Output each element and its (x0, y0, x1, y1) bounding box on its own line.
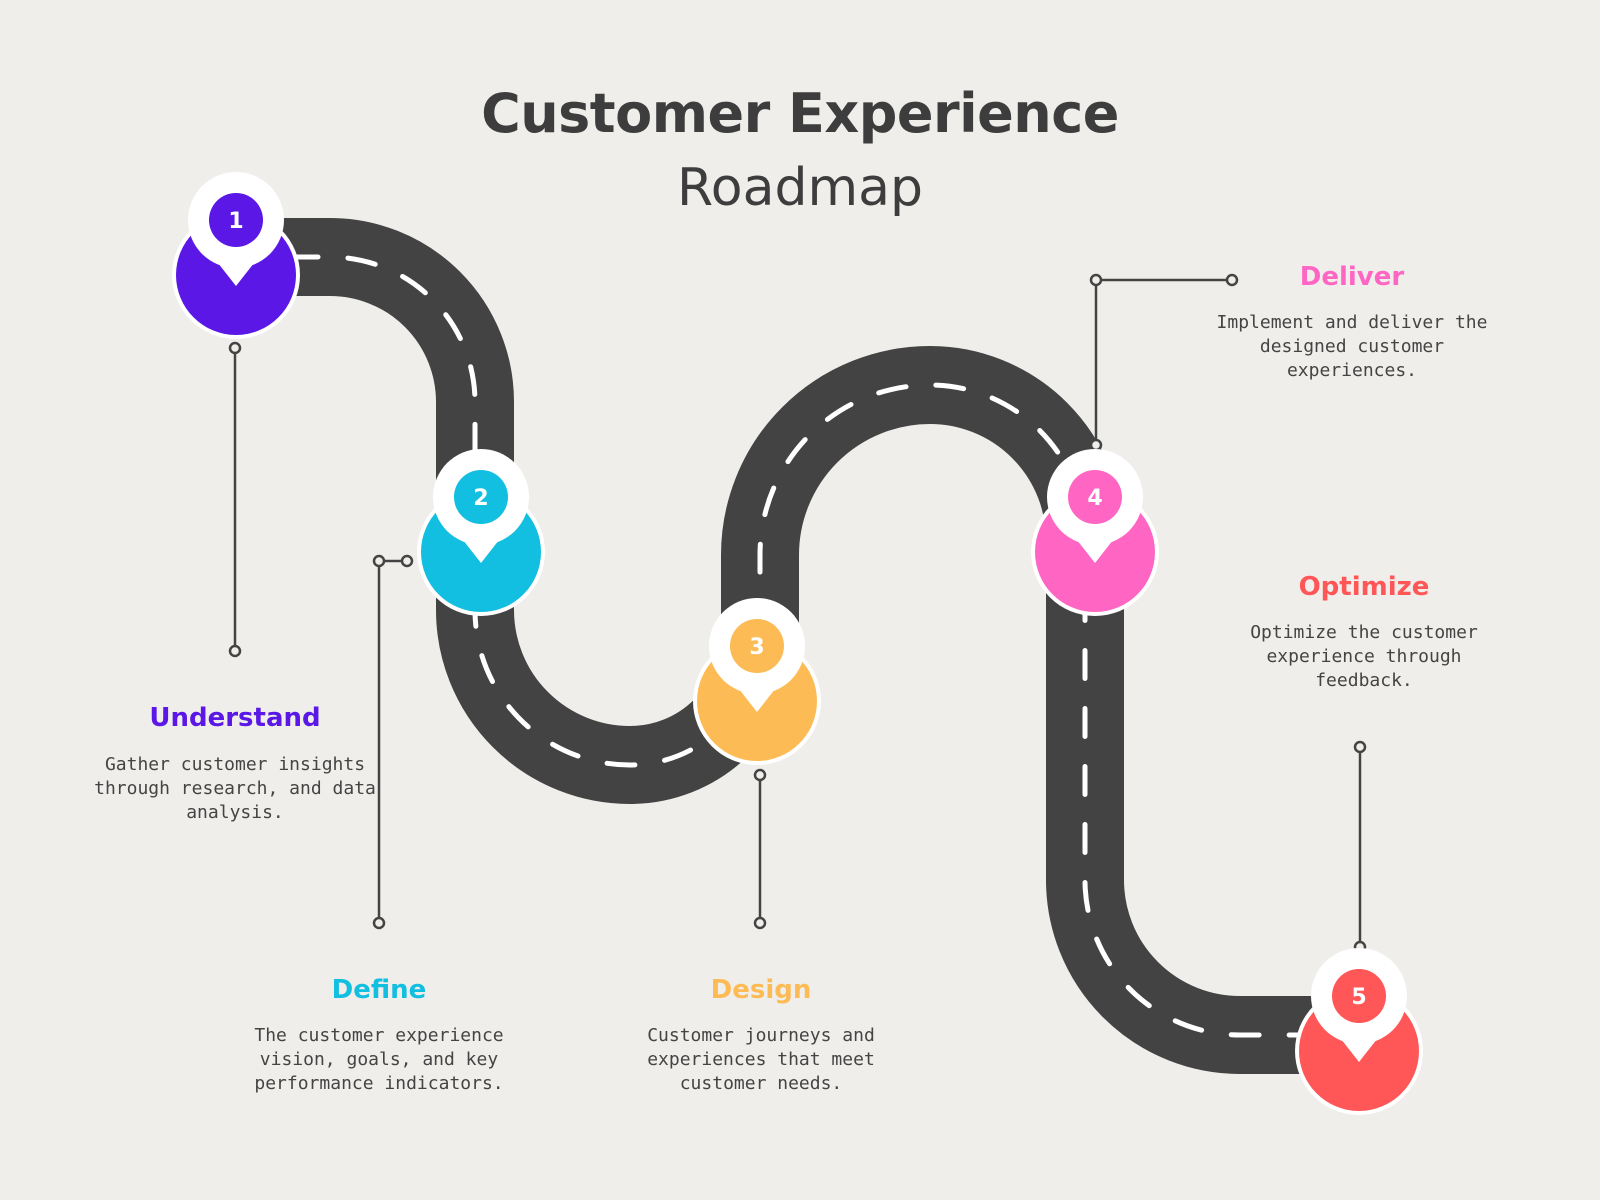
step-4-marker: 4 (1031, 449, 1159, 616)
step-2-description: The customer experience vision, goals, a… (254, 1025, 504, 1094)
step-1-title: Understand (149, 703, 321, 733)
step-3-description: Customer journeys and experiences that m… (647, 1025, 875, 1094)
number-badge (1332, 969, 1386, 1023)
step-1-marker: 1 (172, 172, 300, 339)
title-line-2: Roadmap (676, 158, 923, 218)
step-markers: 1 2 3 4 5 (172, 172, 1423, 1115)
step-5-title: Optimize (1298, 572, 1430, 602)
step-4-number: 4 (1087, 486, 1102, 511)
connector-3 (753, 768, 767, 930)
number-badge (1068, 470, 1122, 524)
step-5-number: 5 (1351, 985, 1366, 1010)
step-2-title: Define (331, 975, 427, 1005)
title-line-1: Customer Experience (481, 82, 1119, 145)
number-badge (454, 470, 508, 524)
step-5-marker: 5 (1295, 948, 1423, 1115)
number-badge (730, 619, 784, 673)
step-1-description: Gather customer insights through researc… (94, 754, 376, 823)
step-5-description: Optimize the customer experience through… (1250, 622, 1478, 691)
step-3-marker: 3 (693, 598, 821, 765)
connector-5 (1353, 740, 1367, 954)
step-4-description: Implement and deliver the designed custo… (1216, 312, 1488, 381)
step-2-number: 2 (473, 486, 488, 511)
connector-1 (228, 341, 242, 658)
connector-4 (1089, 273, 1239, 452)
connector-2 (372, 554, 414, 930)
step-3-title: Design (710, 975, 812, 1005)
step-3-number: 3 (749, 635, 764, 660)
step-4-title: Deliver (1299, 262, 1405, 292)
step-2-marker: 2 (417, 449, 545, 616)
number-badge (209, 193, 263, 247)
step-1-number: 1 (228, 209, 243, 234)
